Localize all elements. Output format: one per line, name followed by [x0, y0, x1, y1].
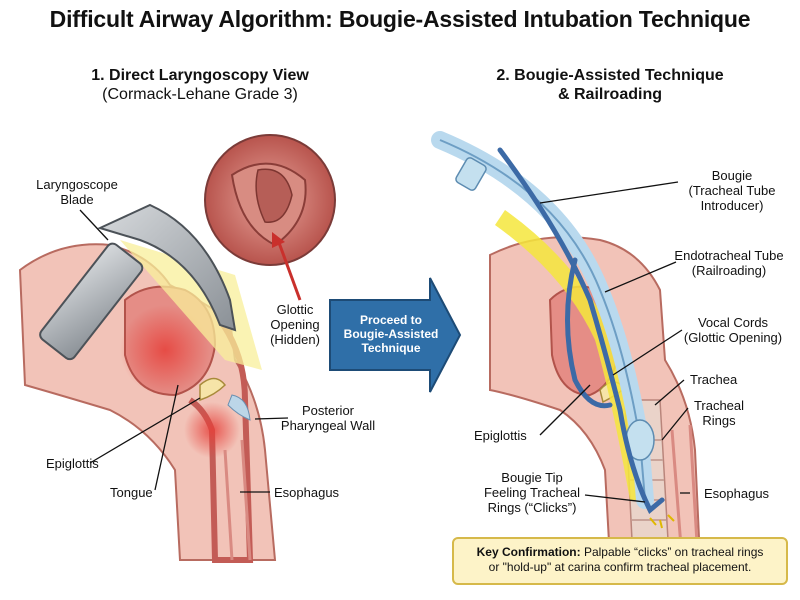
key-confirmation-box: Key Confirmation: Palpable “clicks” on t… [452, 537, 788, 585]
left-heading-text: 1. Direct Laryngoscopy View [91, 67, 309, 84]
proceed-arrow-text: Proceed to Bougie-Assisted Technique [338, 313, 444, 355]
label-vocal-line-1: Vocal Cords [697, 315, 769, 330]
label-bougie-line-1: Bougie [711, 168, 753, 183]
key-confirmation-text-1: Palpable “clicks” on tracheal rings [580, 545, 764, 559]
ett-connector [455, 157, 487, 191]
label-bougie-tip: Bougie Tip Feeling Tracheal Rings (“Clic… [476, 470, 588, 515]
label-laryngoscope-blade: Laryngoscope Blade [22, 177, 132, 207]
label-ett-line-1: Endotracheal Tube [674, 248, 784, 263]
label-blade-line-1: Laryngoscope [36, 177, 118, 192]
label-tip-line-3: Rings (“Clicks”) [487, 500, 577, 515]
arrow-line-1: Proceed to [359, 313, 422, 327]
label-posterior-pharyngeal-wall: Posterior Pharyngeal Wall [268, 403, 388, 433]
label-ett-line-2: (Railroading) [691, 263, 767, 278]
laryngoscope [39, 203, 237, 361]
right-anatomy [431, 131, 702, 561]
page-title: Difficult Airway Algorithm: Bougie-Assis… [49, 6, 751, 32]
label-rings-line-1: Tracheal [693, 398, 745, 413]
label-bougie-line-2: (Tracheal Tube [688, 183, 776, 198]
label-tongue: Tongue [110, 485, 153, 500]
label-left-esophagus: Esophagus [274, 485, 340, 500]
left-light-cone [120, 240, 262, 370]
bougie [497, 147, 665, 514]
label-right-epiglottis: Epiglottis [474, 428, 527, 443]
right-light-beam [495, 210, 640, 500]
label-right-esophagus: Esophagus [704, 486, 770, 501]
key-confirmation-text-2: or "hold-up" at carina confirm tracheal … [488, 560, 752, 574]
left-esophagus [223, 439, 252, 561]
arrow-line-2: Bougie-Assisted [343, 327, 439, 341]
label-glottic-line-3: (Hidden) [270, 332, 320, 347]
left-leader-lines [79, 209, 289, 493]
right-leader-lines [539, 181, 690, 503]
left-anatomy [18, 134, 336, 563]
label-posterior-line-2: Pharyngeal Wall [280, 418, 376, 433]
label-tracheal-rings: Tracheal Rings [686, 398, 752, 428]
laryngoscope-blade [97, 203, 237, 332]
label-bougie: Bougie (Tracheal Tube Introducer) [672, 168, 792, 213]
left-panel-heading: 1. Direct Laryngoscopy View (Cormack-Leh… [20, 66, 380, 104]
proceed-arrow [329, 277, 462, 393]
label-glottic-line-1: Glottic [276, 302, 314, 317]
laryngoscope-handle [39, 242, 144, 361]
left-larynx-hint [227, 394, 251, 421]
right-heading-line-1: 2. Bougie-Assisted Technique [496, 67, 724, 84]
label-tip-line-1: Bougie Tip [501, 470, 563, 485]
label-blade-line-2: Blade [60, 192, 94, 207]
label-glottic-line-2: Opening [270, 317, 320, 332]
bougie-tip-clicks [649, 514, 675, 529]
label-left-epiglottis: Epiglottis [46, 456, 99, 471]
arrow-line-3: Technique [361, 341, 421, 355]
right-heading-line-2: & Railroading [557, 86, 662, 103]
label-tip-line-2: Feeling Tracheal [483, 485, 581, 500]
label-rings-line-2: Rings [702, 413, 736, 428]
label-glottic-opening: Glottic Opening (Hidden) [260, 302, 330, 347]
right-panel-heading: 2. Bougie-Assisted Technique & Railroadi… [440, 66, 780, 104]
label-endotracheal-tube: Endotracheal Tube (Railroading) [668, 248, 790, 278]
key-confirmation-label: Key Confirmation: [476, 545, 581, 559]
pharynx-inflammation [184, 402, 240, 458]
label-trachea: Trachea [690, 372, 738, 387]
label-bougie-line-3: Introducer) [700, 198, 764, 213]
tongue-inflammation [120, 305, 210, 395]
bougie-curve [565, 257, 613, 409]
glottic-inset [204, 134, 336, 301]
label-vocal-line-2: (Glottic Opening) [683, 330, 783, 345]
label-vocal-cords: Vocal Cords (Glottic Opening) [676, 315, 790, 345]
label-posterior-line-1: Posterior [301, 403, 355, 418]
left-subheading-text: (Cormack-Lehane Grade 3) [102, 86, 298, 103]
left-epiglottis [199, 377, 226, 402]
